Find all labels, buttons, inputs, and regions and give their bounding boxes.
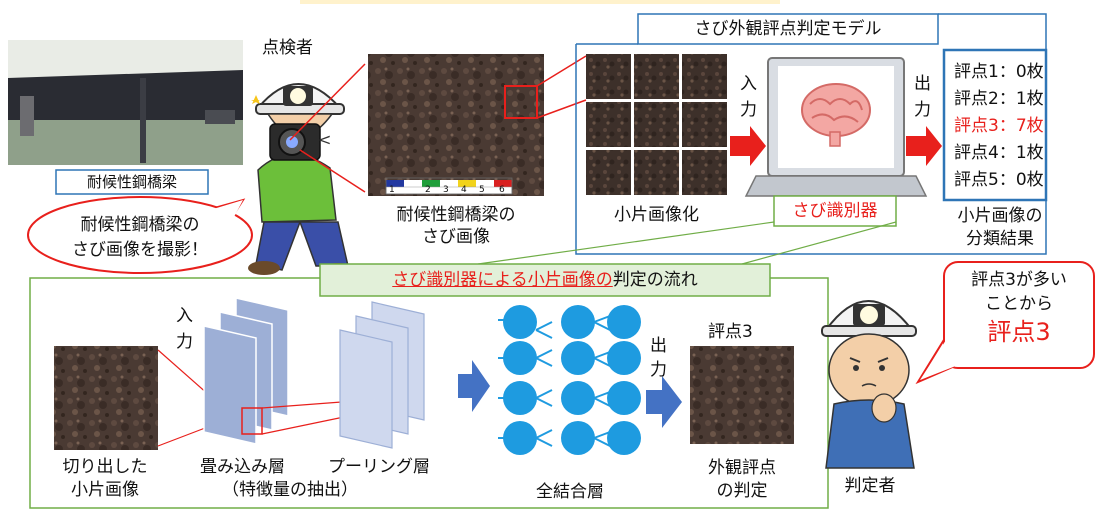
- flow-title: さび識別器による小片画像の判定の流れ: [320, 270, 770, 290]
- patch-link-line-2: [536, 99, 587, 119]
- result-score-5: 評点5：0枚: [954, 170, 1044, 190]
- speech-bubble-left: [27, 196, 253, 274]
- output-arrow: [906, 126, 942, 166]
- judge-caption-line1: 外観評点: [708, 458, 776, 478]
- scale-number-2: 2: [425, 185, 431, 195]
- model-title: さび外観評点判定モデル: [694, 19, 882, 39]
- rust-caption-line1: 耐候性鋼橋梁の: [396, 205, 516, 225]
- model-title-box: [637, 13, 939, 45]
- speech-left-line1: 耐候性鋼橋梁の: [80, 215, 200, 235]
- flow-output-label-1: 出: [650, 336, 667, 356]
- flow-output-label-2: 力: [650, 360, 667, 380]
- color-scale: [385, 177, 513, 195]
- flow-title-box: [319, 263, 771, 297]
- scale-number-1: 1: [389, 185, 395, 195]
- classifier-label: さび識別器: [792, 201, 878, 221]
- scale-number-5: 5: [479, 185, 485, 195]
- result-caption-line2: 分類結果: [966, 229, 1034, 249]
- camera-link-line: [289, 63, 366, 141]
- pool-layers: [339, 301, 425, 449]
- patch-caption: 小片画像化: [614, 205, 699, 225]
- judge-caption-line2: の判定: [716, 481, 768, 501]
- inspector-label: 点検者: [262, 38, 313, 58]
- bridge-caption: 耐候性鋼橋梁: [86, 173, 177, 191]
- scale-number-3: 3: [443, 185, 449, 195]
- result-score-4: 評点4：1枚: [954, 143, 1044, 163]
- flow-title-red: さび識別器による小片画像の: [392, 270, 613, 290]
- judge-illustration: [821, 300, 917, 469]
- conv-caption: 畳み込み層: [200, 457, 285, 477]
- feature-caption: （特徴量の抽出）: [222, 480, 358, 500]
- rust-photo: [368, 54, 544, 196]
- crop-caption-line1: 切り出した: [62, 457, 148, 477]
- classifier-box: [773, 195, 897, 227]
- rust-photo-roi: [504, 85, 538, 119]
- bridge-caption-box: [55, 169, 209, 195]
- crop-image: [54, 346, 158, 450]
- pool-caption: プーリング層: [328, 457, 430, 477]
- conv-layers: [203, 297, 289, 445]
- patch-grid: [586, 54, 727, 195]
- camera-link-line-2: [299, 149, 366, 193]
- top-strip: [300, 0, 780, 4]
- judge-speech-line3: 評点3: [987, 318, 1051, 346]
- flow-score-label: 評点3: [708, 322, 753, 342]
- inspector-illustration: <: [248, 83, 354, 277]
- svg-text:<: <: [318, 130, 331, 149]
- flow-input-label-2: 力: [176, 332, 193, 352]
- result-score-3: 評点3：7枚: [954, 116, 1044, 136]
- crop-caption-line2: 小片画像: [71, 480, 139, 500]
- conv-filter: [241, 407, 263, 435]
- judge-label: 判定者: [844, 476, 896, 496]
- speech-left-line2: さび画像を撮影！: [72, 240, 208, 260]
- neural-network-icon: [498, 305, 641, 455]
- model-input-label-1: 入: [740, 74, 757, 94]
- fc-caption: 全結合層: [536, 482, 604, 502]
- nn-input-arrow: [458, 360, 490, 412]
- result-patch-image: [690, 346, 794, 444]
- brain-icon: [801, 83, 871, 147]
- model-frame: [575, 13, 1047, 255]
- input-arrow: [730, 126, 766, 166]
- model-input-label-2: 力: [740, 100, 757, 120]
- result-score-1: 評点1：0枚: [954, 62, 1044, 82]
- judge-speech-line1: 評点3が多い: [971, 270, 1067, 290]
- scale-number-6: 6: [499, 185, 505, 195]
- patch-link-line: [536, 55, 587, 87]
- judge-speech-line2: ことから: [985, 294, 1053, 314]
- bridge-photo: [8, 40, 243, 165]
- model-output-label-2: 力: [914, 100, 931, 120]
- speech-bubble-judge: [915, 261, 1095, 385]
- rust-caption-line2: さび画像: [422, 227, 490, 247]
- flow-input-label-1: 入: [176, 306, 193, 326]
- flow-title-black: 判定の流れ: [612, 270, 698, 290]
- nn-output-arrow: [646, 376, 682, 428]
- result-score-2: 評点2：1枚: [954, 89, 1044, 109]
- model-output-label-1: 出: [914, 74, 931, 94]
- result-box: [942, 48, 1048, 202]
- scale-number-4: 4: [461, 185, 467, 195]
- result-caption-line1: 小片画像の: [957, 206, 1043, 226]
